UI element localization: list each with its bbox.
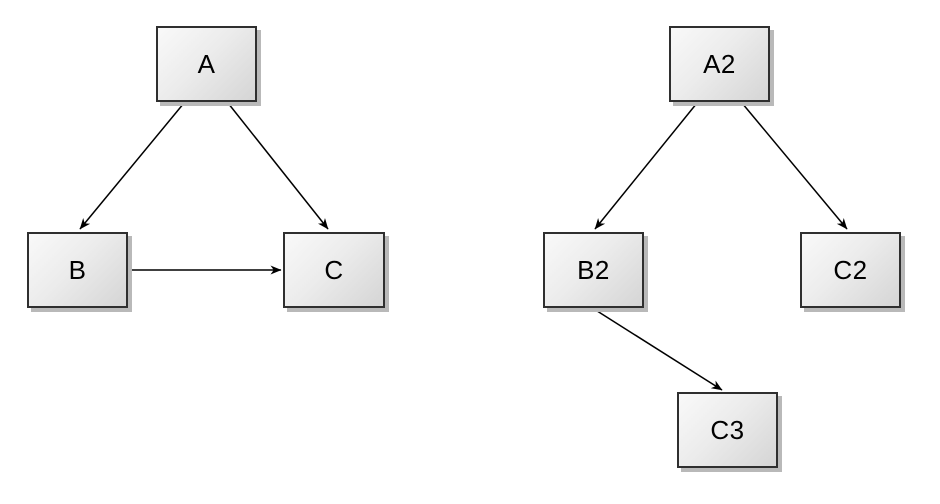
node-C3: C3 bbox=[677, 392, 778, 468]
node-B2: B2 bbox=[543, 232, 644, 308]
edge-B2-to-C3 bbox=[593, 308, 723, 391]
edge-A2-to-B2 bbox=[594, 102, 698, 230]
node-label-C3: C3 bbox=[710, 415, 745, 445]
node-label-C: C bbox=[324, 255, 344, 285]
node-label-A: A bbox=[197, 49, 216, 79]
edge-A-to-C bbox=[227, 102, 329, 230]
node-A2: A2 bbox=[669, 26, 770, 102]
node-label-B2: B2 bbox=[577, 255, 610, 285]
node-label-A2: A2 bbox=[703, 49, 736, 79]
edge-A-to-B bbox=[79, 102, 185, 230]
node-label-B: B bbox=[68, 255, 87, 285]
node-B: B bbox=[27, 232, 128, 308]
edge-A2-to-C2 bbox=[741, 102, 848, 230]
edges-group bbox=[79, 102, 848, 391]
node-A: A bbox=[156, 26, 257, 102]
node-label-C2: C2 bbox=[833, 255, 868, 285]
node-C2: C2 bbox=[800, 232, 901, 308]
node-C: C bbox=[283, 232, 385, 308]
